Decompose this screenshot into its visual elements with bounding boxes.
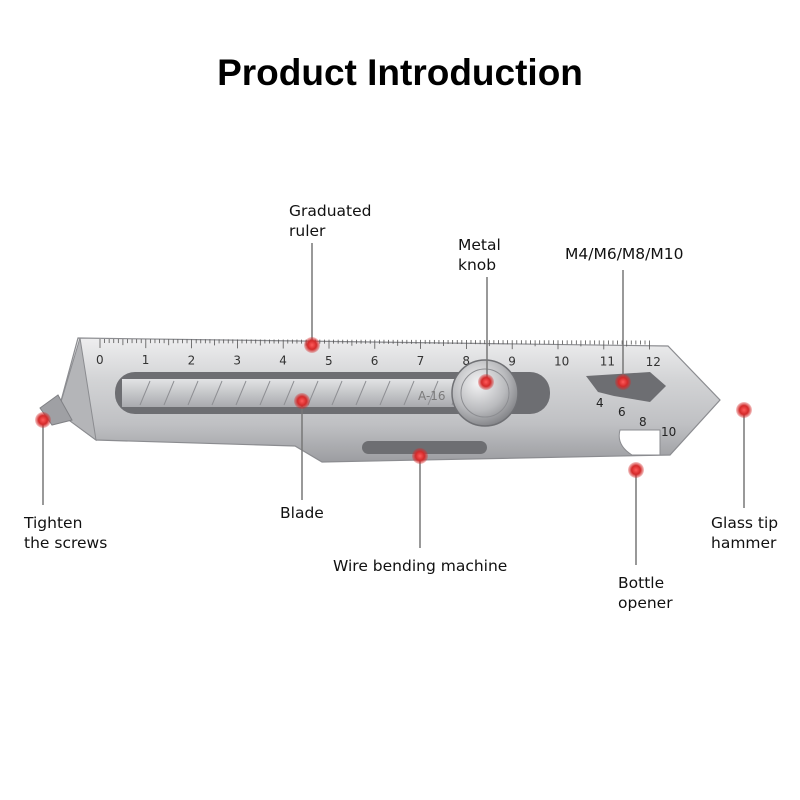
blade-segment-line (259, 380, 271, 406)
ruler-number: 1 (142, 353, 150, 367)
marker-glass-tip (736, 402, 752, 418)
ruler-number: 2 (188, 353, 196, 367)
metal-knob (451, 359, 519, 427)
blade-segment-line (211, 380, 223, 406)
leader-lines (42, 243, 745, 565)
label-blade: Blade (280, 504, 324, 522)
marker-metal-knob (478, 374, 494, 390)
hex-size-label: 4 (596, 396, 604, 410)
hex-size-labels: 468 10 (596, 396, 676, 439)
hex-size-label: 6 (618, 405, 626, 419)
blade-segment-line (427, 380, 439, 406)
ruler-number: 8 (462, 354, 470, 368)
blade-segment-line (403, 380, 415, 406)
blade-segment-lines (139, 380, 463, 406)
model-text: A-16 (418, 389, 446, 403)
hex-size-label: 10 (661, 425, 676, 439)
blade-segment-line (187, 380, 199, 406)
ruler-number: 10 (554, 355, 569, 369)
page-title: Product Introduction (217, 52, 583, 93)
ruler-number: 4 (279, 354, 287, 368)
ruler-number: 9 (508, 354, 516, 368)
ruler-number: 0 (96, 353, 104, 367)
label-hex-wrench: M4/M6/M8/M10 (565, 245, 684, 263)
blade-segment-line (355, 380, 367, 406)
ruler-number: 5 (325, 354, 333, 368)
ruler-number: 3 (233, 353, 241, 367)
ruler-ticks (99, 339, 650, 350)
bottle-opener-notch (618, 429, 661, 456)
blade-segment-line (331, 380, 343, 406)
blade-segment-line (283, 380, 295, 406)
blade-segment-line (235, 380, 247, 406)
ruler-number: 7 (417, 354, 425, 368)
ruler-number: 6 (371, 354, 379, 368)
wire-bending-slot (362, 441, 487, 454)
hex-size-label: 8 (639, 415, 647, 429)
marker-hex-wrench (615, 374, 631, 390)
marker-wire-bending (412, 448, 428, 464)
callout-markers (35, 337, 752, 478)
marker-graduated-ruler (304, 337, 320, 353)
ruler-number: 12 (646, 355, 661, 369)
blade-segment-line (163, 380, 175, 406)
marker-bottle-opener (628, 462, 644, 478)
marker-blade (294, 393, 310, 409)
marker-tighten-screws (35, 412, 51, 428)
blade-segment-line (379, 380, 391, 406)
blade-segment-line (139, 380, 151, 406)
label-wire-bending: Wire bending machine (333, 557, 508, 575)
ruler-number: 11 (600, 355, 615, 369)
